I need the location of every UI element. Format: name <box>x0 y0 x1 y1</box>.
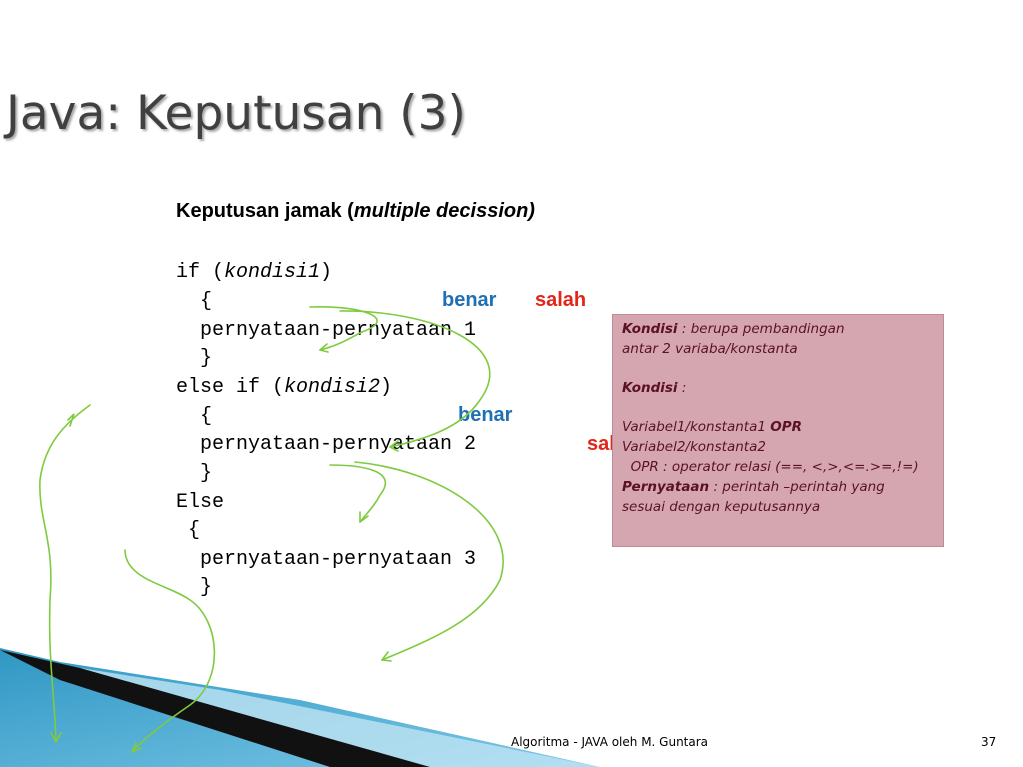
info-kondisi-text: : berupa pembandingan <box>677 321 845 337</box>
arrowhead-1 <box>319 343 329 353</box>
subtitle-prefix: Keputusan jamak ( <box>176 200 354 222</box>
info-formula-opr: OPR <box>770 419 802 435</box>
info-pernyataan-label: Pernyataan <box>622 479 710 495</box>
info-formula-line-2: Variabel2/konstanta2 <box>622 439 766 455</box>
code-elseif-prefix: else if ( <box>176 376 285 399</box>
code-line-open-brace-3: { <box>176 519 201 542</box>
code-line-close-brace-1: } <box>176 347 213 370</box>
code-line-if: if (kondisi1) <box>176 261 332 285</box>
arrow-salah-1 <box>339 310 491 448</box>
arrowhead-6 <box>131 742 142 753</box>
info-formula-line-1: Variabel1/konstanta1 OPR <box>622 417 934 437</box>
arrowhead-3 <box>359 511 369 523</box>
arrowhead-5 <box>50 732 62 743</box>
code-kondisi1: kondisi1 <box>224 261 321 284</box>
arrow-left-lower <box>124 549 216 753</box>
info-spacer <box>622 359 934 378</box>
info-kondisi-colon-2: : <box>677 380 687 396</box>
subtitle-italic: multiple decission) <box>353 200 535 222</box>
info-pernyataan-text: : perintah –perintah yang <box>709 479 885 495</box>
footer-page-number: 37 <box>981 735 997 749</box>
code-line-statement-1: pernyataan-pernyataan 1 <box>176 319 477 342</box>
code-if-prefix: if ( <box>176 261 225 284</box>
arrow-left-main <box>39 404 91 743</box>
code-line-statement-3: pernyataan-pernyataan 3 <box>176 548 477 571</box>
info-opr-description: OPR : operator relasi (==, <,>,<=.>=,!=) <box>622 459 919 475</box>
code-kondisi2: kondisi2 <box>284 376 381 399</box>
arrowhead-4 <box>381 651 392 662</box>
info-pernyataan-line: Pernyataan : perintah –perintah yang <box>622 477 934 497</box>
label-benar-1: benar <box>442 289 497 311</box>
arrow-salah-2 <box>354 461 504 661</box>
info-kondisi-line-2: Kondisi : <box>622 378 934 398</box>
arrow-benar-1 <box>309 306 378 351</box>
info-kondisi-text-cont: antar 2 variaba/konstanta <box>622 341 798 357</box>
code-line-open-brace-2: { <box>176 405 213 428</box>
label-salah-1: salah <box>535 289 587 311</box>
info-kondisi-label-2: Kondisi <box>622 380 678 396</box>
code-line-close-brace-2: } <box>176 462 213 485</box>
code-line-close-brace-3: } <box>176 576 213 599</box>
label-salah-2-partial: sal <box>587 433 615 455</box>
code-if-suffix: ) <box>320 261 333 284</box>
info-kondisi-label: Kondisi <box>622 321 678 337</box>
arrow-benar-2 <box>329 464 387 523</box>
slide-title: Java: Keputusan (3) <box>6 86 466 141</box>
slide-subtitle: Keputusan jamak (multiple decission) <box>176 200 535 223</box>
arrowhead-2 <box>389 440 399 452</box>
info-pernyataan-text-cont: sesuai dengan keputusannya <box>622 499 821 515</box>
info-formula-var1: Variabel1/konstanta1 <box>622 419 771 435</box>
info-kondisi-line: Kondisi : berupa pembandingan <box>622 319 934 339</box>
code-line-else-if: else if (kondisi2) <box>176 376 392 400</box>
code-line-else: Else <box>176 491 225 514</box>
code-line-open-brace-1: { <box>176 290 213 313</box>
code-elseif-suffix: ) <box>380 376 393 399</box>
code-line-statement-2: pernyataan-pernyataan 2 <box>176 433 477 456</box>
footer-course: Algoritma - JAVA oleh M. Guntara <box>511 735 709 749</box>
info-spacer-2 <box>622 398 934 417</box>
info-box: Kondisi : berupa pembandingan antar 2 va… <box>612 314 944 547</box>
